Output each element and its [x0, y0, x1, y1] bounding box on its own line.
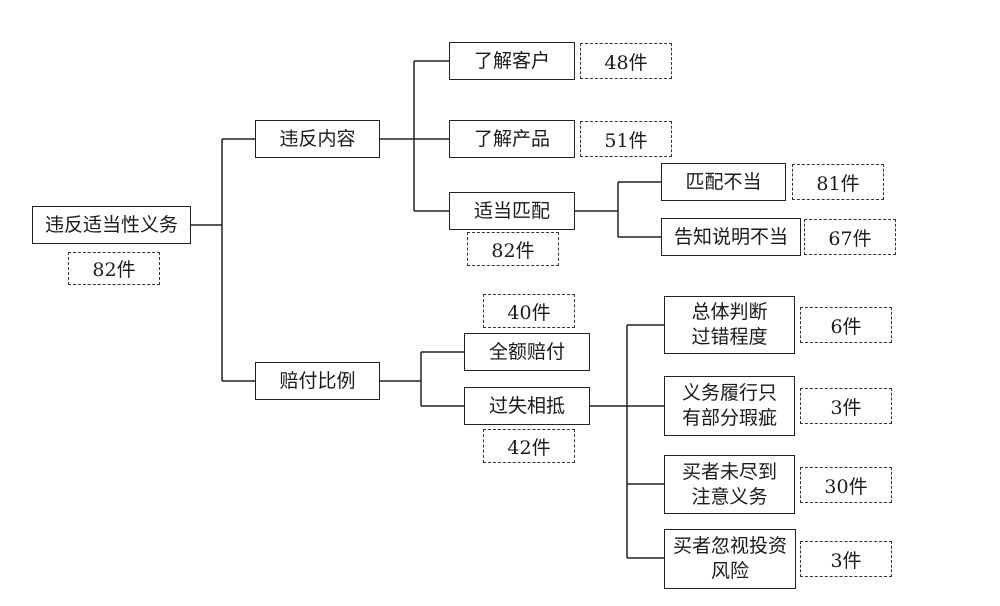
buyer-negligence-node: 买者未尽到 注意义务 [664, 455, 795, 514]
buyer-negligence-count: 30件 [800, 467, 892, 503]
root-count: 82件 [68, 252, 160, 285]
know-product-node: 了解产品 [449, 120, 575, 158]
mismatch-count: 81件 [792, 164, 884, 200]
proper-match-node: 适当匹配 [449, 192, 575, 230]
proper-match-count: 82件 [467, 232, 559, 266]
partial-flaw-count: 3件 [800, 388, 892, 424]
full-compensation-node: 全额赔付 [464, 333, 590, 371]
fault-degree-count: 6件 [800, 307, 892, 343]
buyer-ignore-risk-node: 买者忽视投资 风险 [664, 529, 796, 589]
branch-ratio-node: 赔付比例 [255, 362, 380, 400]
mismatch-node: 匹配不当 [661, 163, 786, 201]
full-compensation-count: 40件 [483, 294, 575, 328]
buyer-ignore-risk-count: 3件 [800, 541, 892, 577]
improper-disclosure-count: 67件 [804, 219, 896, 255]
know-customer-node: 了解客户 [449, 42, 575, 80]
branch-content-node: 违反内容 [255, 120, 380, 158]
know-product-count: 51件 [580, 121, 672, 157]
improper-disclosure-node: 告知说明不当 [661, 218, 801, 256]
fault-offset-count: 42件 [483, 429, 575, 463]
know-customer-count: 48件 [580, 43, 672, 79]
root-node: 违反适当性义务 [32, 206, 191, 244]
fault-degree-node: 总体判断 过错程度 [664, 296, 795, 354]
fault-offset-node: 过失相抵 [464, 387, 590, 425]
partial-flaw-node: 义务履行只 有部分瑕疵 [664, 376, 795, 436]
